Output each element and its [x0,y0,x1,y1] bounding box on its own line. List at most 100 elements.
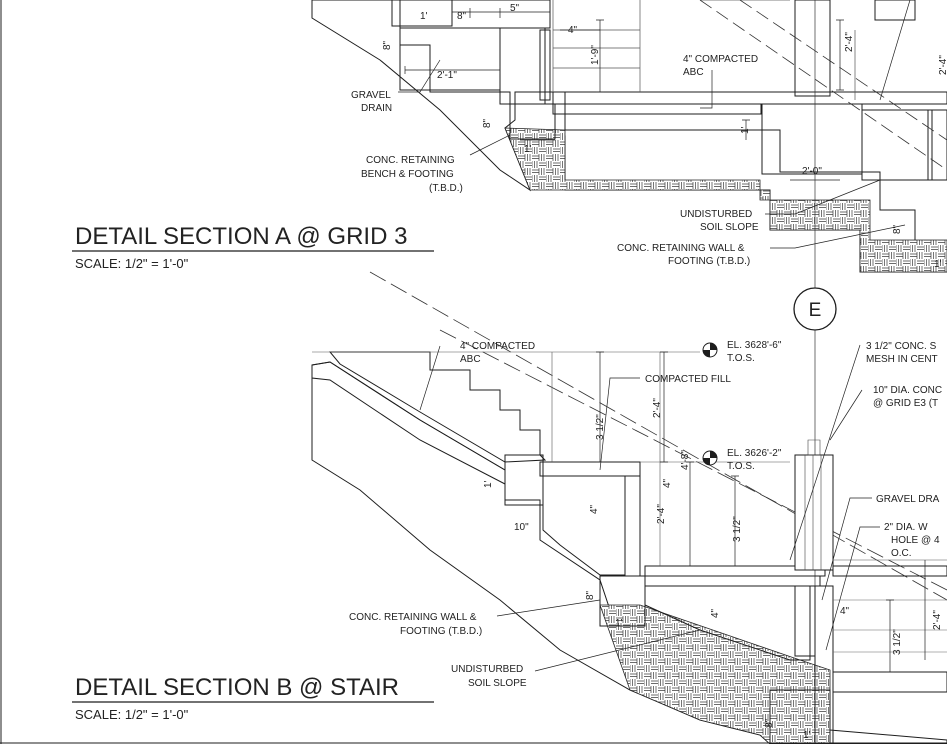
section-b-stair-steps [429,352,541,455]
section-b-dim-15: 2'-4" [932,610,943,630]
section-b-dim-5: 4" [662,478,673,488]
section-b-wall-label-2: FOOTING (T.B.D.) [400,626,482,637]
section-a-bench-label-1: CONC. RETAINING [366,155,455,166]
section-a-drawing: 4" COMPACTED ABC GRAVEL DRAIN CONC. RETA… [311,0,947,273]
section-a-gravel-label-1: GRAVEL [351,90,391,101]
section-b-dim-2: 2'-4" [652,398,663,418]
section-b-reference-lines [312,351,947,566]
section-b-upper-gravel [539,461,641,477]
section-a-dim-1: 1' [420,11,428,22]
section-a-wall-label-2: FOOTING (T.B.D.) [668,256,750,267]
section-b-dim-3: 4'-8" [680,450,691,470]
section-b-dim-17: 1' [803,730,811,741]
section-a-dim-15: 2'-4" [938,55,947,75]
section-a-abc-label-1: 4" COMPACTED [683,54,758,65]
section-b-pier-lines [804,439,822,570]
section-a-right-hatch [861,109,933,181]
section-b-lower-gravel [644,575,821,587]
section-b-el1-label-1: EL. 3628'-6" [727,340,782,351]
section-b-pier-label-2: @ GRID E3 (T [873,398,938,409]
section-b-pier [794,454,834,571]
section-a-leaders [398,0,911,249]
section-b-dim-10: 8" [585,590,596,600]
section-b-dim-12: 4" [710,608,721,618]
section-a-soil-label-2: SOIL SLOPE [700,222,759,233]
section-b-el1-label-2: T.O.S. [727,353,755,364]
section-a-dim-9: 1' [524,144,532,155]
dashed-reference-line-2 [439,329,947,591]
section-b-wall-label-1: CONC. RETAINING WALL & [349,612,477,623]
section-a-right-gravel [927,109,947,181]
section-b-dim-13: 4" [840,606,850,617]
section-a-bench-label-2: BENCH & FOOTING [361,169,454,180]
section-b-dim-1: 3 1/2" [595,414,606,440]
section-a-right-footing [761,103,863,175]
section-a-dim-11: 2'-0" [802,166,822,177]
section-b-dim-6: 1' [483,480,494,488]
section-a-dim-12: 2'-4" [844,32,855,52]
section-a-dim-8: 8" [482,118,493,128]
section-a-dim-5: 8" [382,40,393,50]
section-b-abc-label-2: ABC [460,354,481,365]
section-b-bottom-footing [769,689,831,744]
section-b-drawing: 4" COMPACTED ABC EL. 3628'-6" T.O.S. COM… [311,340,947,744]
section-b-el2-label-1: EL. 3626'-2" [727,448,782,459]
section-a-soil-label-1: UNDISTURBED [680,209,752,220]
section-a-dim-3: 5" [510,3,520,14]
section-b-dim-7: 4" [589,504,600,514]
section-a-dim-14: 1' [934,259,942,270]
section-a-gravel-strip-side [539,29,551,101]
elevation-marker-1 [702,342,718,358]
section-a-wall [794,0,831,97]
section-a-dash-line [699,0,947,171]
section-b-upper-wall [504,454,544,506]
section-a-abc-label-2: ABC [683,67,704,78]
section-b-dimension-lines [596,351,926,673]
section-a-right-column [874,0,916,21]
dashed-reference-line [369,271,947,601]
section-a-dim-4: 4" [568,25,578,36]
section-b-weep-label-1: 2" DIA. W [884,522,928,533]
section-b-pier-label-1: 10" DIA. CONC [873,385,942,396]
section-a-lower-soil [504,127,947,273]
section-b-dim-4: 2'-4" [656,504,667,524]
section-a-dim-10: 1' [740,126,751,134]
section-b-lower-side-gravel [794,585,816,657]
section-a-hatch-block [499,27,546,105]
section-b-upper-hatch [542,475,626,576]
section-a-dash-line-2 [739,0,947,141]
section-b-dim-11: 1' [615,618,623,629]
section-b-title: DETAIL SECTION B @ STAIR [75,674,399,701]
grid-bubble-label: E [809,300,822,321]
section-a-dim-13: 8" [892,224,903,234]
section-a-footing [509,103,556,140]
section-b-right-slab [832,565,947,577]
section-b-compacted-label: COMPACTED FILL [645,374,731,385]
section-b-dim-16: 8" [764,718,775,728]
section-a-scale: SCALE: 1/2" = 1'-0" [75,256,189,271]
section-b-soil-under-wall [599,604,831,744]
section-a-dim-7: 2'-1" [437,70,457,81]
section-a-dim-6: 1'-9" [590,45,601,65]
section-b-leaders [419,344,880,672]
section-b-dim-9: 3 1/2" [732,516,743,542]
section-b-soil-label-1: UNDISTURBED [451,664,523,675]
section-a-wall-label-1: CONC. RETAINING WALL & [617,243,745,254]
section-a-title: DETAIL SECTION A @ GRID 3 [75,223,407,250]
section-b-gravel-slope [311,361,506,485]
section-b-dim-14: 3 1/2" [892,629,903,655]
section-b-abc-wedge [328,351,547,463]
section-b-conc-label-1: 3 1/2" CONC. S [866,341,937,352]
section-b-scale: SCALE: 1/2" = 1'-0" [75,707,189,722]
section-b-right-base [832,671,947,693]
section-a-slab [552,91,947,105]
section-b-conc-label-2: MESH IN CENT [866,354,938,365]
section-b-weep-label-3: O.C. [891,548,912,559]
section-b-soil-label-2: SOIL SLOPE [468,678,527,689]
section-a-gravel-strip-top [391,0,453,27]
section-b-el2-label-2: T.O.S. [727,461,755,472]
section-b-right-wall [814,585,834,744]
section-b-gravel-label: GRAVEL DRA [876,494,940,505]
section-a-abc-layer [552,103,762,115]
section-b-weep-label-2: HOLE @ 4 [891,535,940,546]
